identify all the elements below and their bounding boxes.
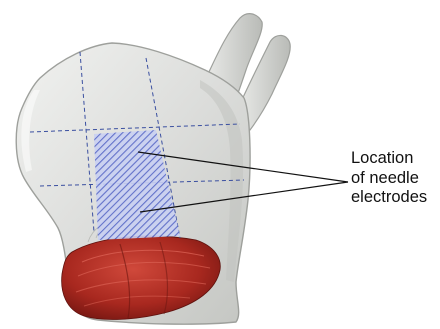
label-line-3: electrodes: [351, 188, 439, 208]
label-line-2: of needle: [351, 169, 439, 189]
label-line-1: Location: [351, 149, 439, 169]
electrode-location-label: Location of needle electrodes: [351, 149, 439, 208]
